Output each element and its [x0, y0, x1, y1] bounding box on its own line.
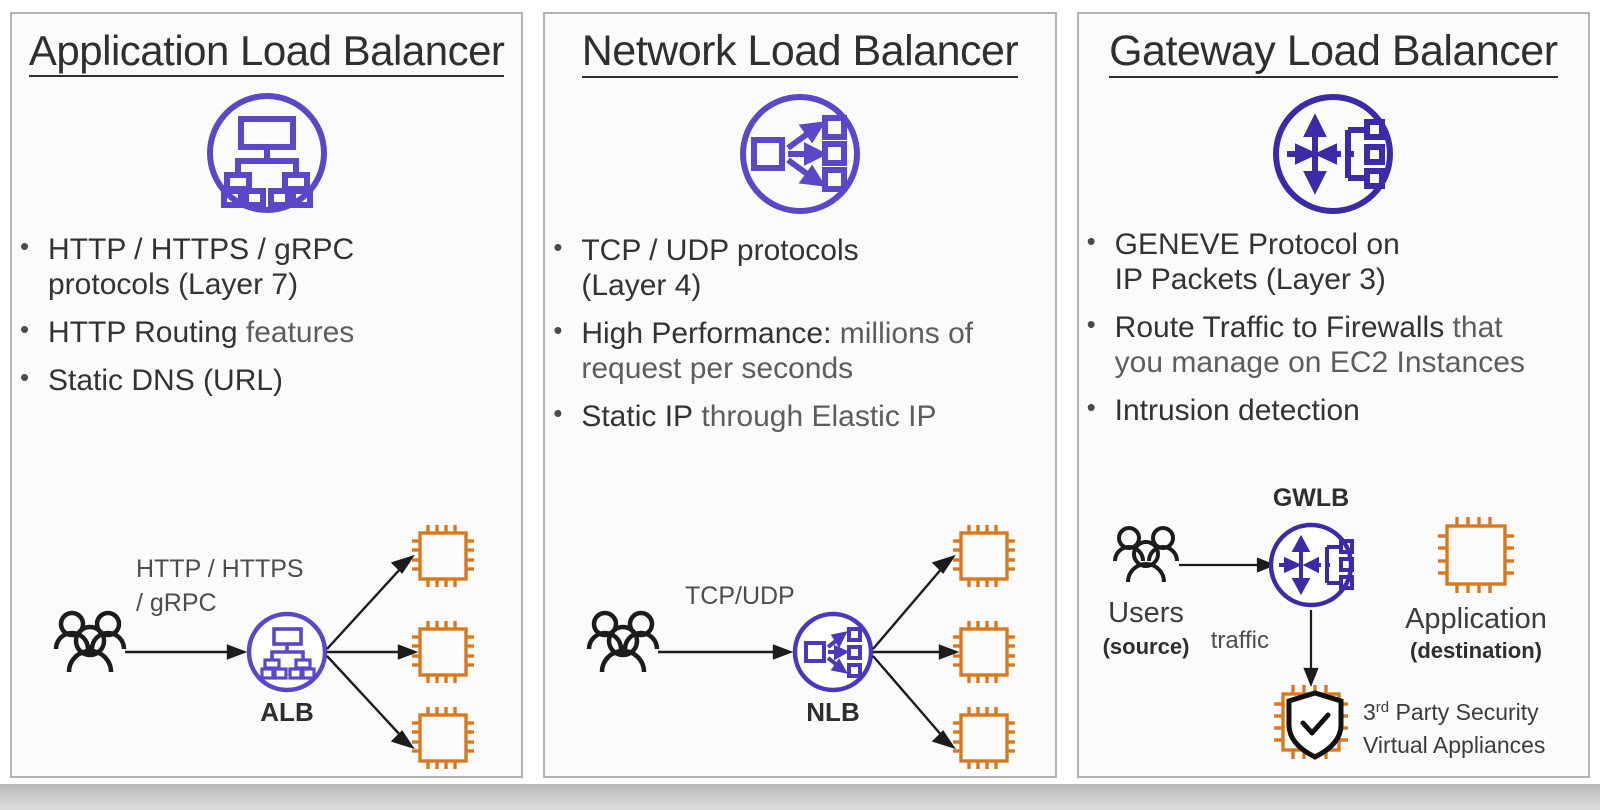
alb-flow-diagram: HTTP / HTTPS / gRPC — [53, 525, 474, 769]
bullet-text-normal: request per seconds — [581, 351, 854, 385]
users-icon — [587, 610, 660, 673]
list-item: GENEVE Protocol on IP Packets (Layer 3) — [1079, 226, 1582, 298]
bullet-text: High Performance: — [581, 317, 832, 351]
bullet-text: HTTP Routing — [48, 315, 238, 349]
diagram-alb: HTTP / HTTPS / gRPC — [12, 519, 521, 776]
bullet-text: Static IP — [581, 399, 694, 433]
gateway-route-icon — [1273, 94, 1394, 215]
panel-row: Application Load Balancer — [10, 12, 1590, 778]
users-icon — [1112, 526, 1179, 583]
diagram-gwlb: GWLB Users (source) — [1079, 476, 1588, 776]
list-item: Route Traffic to Firewalls that you mana… — [1079, 309, 1582, 381]
ec2-chip-icon — [412, 707, 474, 769]
hero-icon-nlb — [545, 92, 1054, 215]
bullet-text: TCP / UDP protocols — [581, 234, 859, 268]
bullet-text-normal: through Elastic IP — [693, 399, 937, 433]
arrow-users-to-alb — [125, 644, 248, 660]
panel-application-load-balancer: Application Load Balancer — [10, 12, 524, 778]
protocol-label-line2: / gRPC — [136, 589, 217, 617]
bullet-text: HTTP / HTTPS / gRPC — [48, 233, 355, 267]
video-letterbox-bar — [0, 784, 1600, 810]
page-title: Gateway Load Balancer — [1109, 28, 1558, 79]
panel-title-wrap: Gateway Load Balancer — [1079, 28, 1588, 79]
appliance-label-line2: Virtual Appliances — [1363, 732, 1545, 758]
security-shield-chip-icon — [1273, 685, 1348, 760]
users-label: Users — [1108, 597, 1184, 629]
bullet-list-alb: HTTP / HTTPS / gRPC protocols (Layer 7) … — [12, 231, 511, 399]
arrows-alb-to-targets — [326, 554, 419, 750]
gwlb-node-icon — [1268, 522, 1354, 608]
users-sublabel: (source) — [1102, 634, 1189, 659]
alb-node-label: ALB — [260, 697, 313, 727]
slide-stage: Application Load Balancer — [0, 0, 1600, 784]
application-sublabel: (destination) — [1410, 638, 1542, 663]
arrow-users-to-gwlb — [1178, 557, 1276, 573]
ec2-chip-icon — [953, 707, 1016, 769]
bullet-text: Static DNS (URL) — [48, 363, 284, 397]
application-label: Application — [1405, 603, 1547, 635]
protocol-label-line1: HTTP / HTTPS — [136, 555, 304, 583]
bullet-text: GENEVE Protocol on — [1114, 228, 1400, 262]
panel-title-wrap: Application Load Balancer — [12, 28, 521, 78]
protocol-label-line1: TCP/UDP — [685, 582, 795, 610]
alb-node-icon — [246, 611, 328, 693]
bullet-text: protocols (Layer 7) — [48, 268, 299, 302]
bullet-text-normal: that — [1444, 311, 1503, 345]
bullet-text-normal: millions of — [831, 317, 974, 351]
ec2-chip-icon — [412, 525, 474, 587]
bullet-text-normal: you manage on EC2 Instances — [1114, 345, 1525, 379]
page-title: Application Load Balancer — [28, 28, 505, 78]
list-item: High Performance: millions of request pe… — [545, 315, 1044, 387]
nlb-node-icon — [793, 611, 874, 693]
nlb-node-label: NLB — [807, 697, 860, 727]
gwlb-node-label: GWLB — [1272, 484, 1348, 512]
list-item: Static DNS (URL) — [12, 362, 511, 399]
ec2-chip-icon — [953, 621, 1016, 683]
ec2-chip-icon — [953, 525, 1016, 587]
ec2-chip-icon — [412, 621, 474, 683]
gwlb-flow-diagram: GWLB Users (source) — [1102, 484, 1547, 760]
users-icon — [53, 610, 127, 673]
hero-icon-alb — [12, 91, 521, 214]
bullet-text: IP Packets (Layer 3) — [1114, 263, 1386, 297]
appliance-label-line1: 3rd Party Security — [1363, 699, 1539, 725]
load-balancer-tree-icon — [206, 93, 327, 214]
bullet-text-normal: features — [237, 315, 355, 349]
bullet-text: Route Traffic to Firewalls — [1114, 311, 1445, 345]
list-item: HTTP Routing features — [12, 314, 511, 351]
bullet-text: Intrusion detection — [1114, 393, 1360, 427]
diagram-nlb: TCP/UDP NLB — [545, 519, 1054, 776]
bullet-list-nlb: TCP / UDP protocols (Layer 4) High Perfo… — [545, 232, 1044, 435]
bullet-list-gwlb: GENEVE Protocol on IP Packets (Layer 3) … — [1079, 226, 1582, 429]
panel-title-wrap: Network Load Balancer — [545, 28, 1054, 79]
panel-network-load-balancer: Network Load Balancer — [543, 12, 1057, 778]
hero-icon-gwlb — [1079, 92, 1588, 215]
ec2-chip-icon — [1437, 517, 1514, 593]
page-title: Network Load Balancer — [581, 28, 1019, 79]
arrows-nlb-to-targets — [872, 554, 960, 750]
panel-gateway-load-balancer: Gateway Load Balancer — [1076, 12, 1590, 778]
traffic-label: traffic — [1210, 627, 1268, 654]
list-item: Intrusion detection — [1079, 392, 1582, 429]
arrow-gwlb-to-appliance — [1303, 610, 1319, 687]
bullet-text: (Layer 4) — [581, 269, 702, 303]
list-item: HTTP / HTTPS / gRPC protocols (Layer 7) — [12, 231, 511, 303]
list-item: TCP / UDP protocols (Layer 4) — [545, 232, 1044, 304]
network-fanout-icon — [739, 94, 860, 215]
arrow-users-to-nlb — [658, 644, 794, 660]
list-item: Static IP through Elastic IP — [545, 398, 1044, 435]
nlb-flow-diagram: TCP/UDP NLB — [587, 525, 1016, 769]
